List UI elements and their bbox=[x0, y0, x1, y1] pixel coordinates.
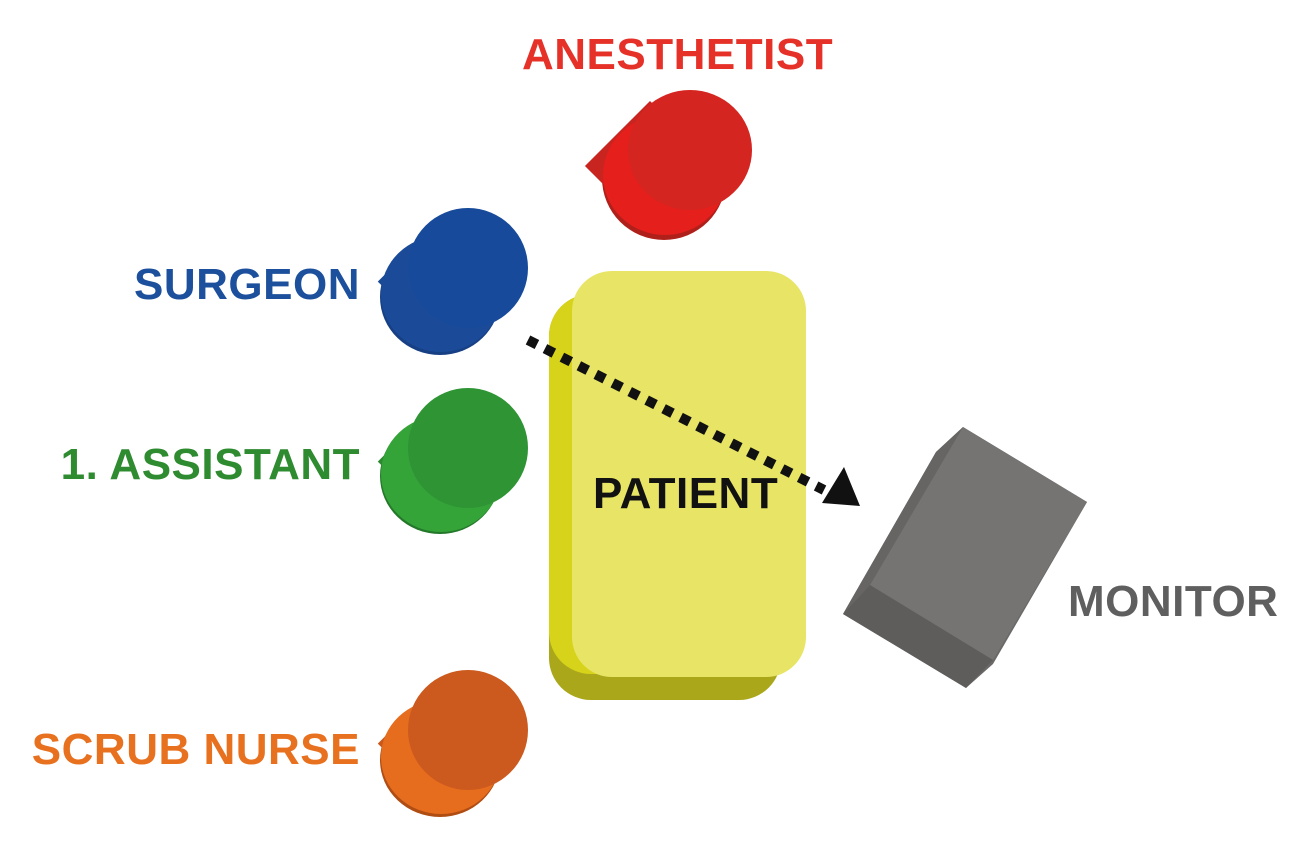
scrub-nurse-label: SCRUB NURSE bbox=[31, 725, 360, 774]
monitor-device bbox=[843, 427, 1087, 688]
patient-label: PATIENT bbox=[593, 469, 779, 518]
sightline-arrow bbox=[525, 335, 860, 506]
assistant-label: 1. ASSISTANT bbox=[60, 440, 360, 489]
scrub-nurse-figure bbox=[377, 670, 528, 817]
surgeon-figure bbox=[377, 208, 528, 355]
anesthetist-label: ANESTHETIST bbox=[522, 30, 834, 79]
anesthetist-figure bbox=[584, 90, 752, 240]
monitor-label: MONITOR bbox=[1068, 577, 1279, 626]
surgeon-label: SURGEON bbox=[134, 260, 360, 309]
assistant-figure bbox=[377, 388, 528, 534]
patient-table bbox=[549, 271, 806, 700]
